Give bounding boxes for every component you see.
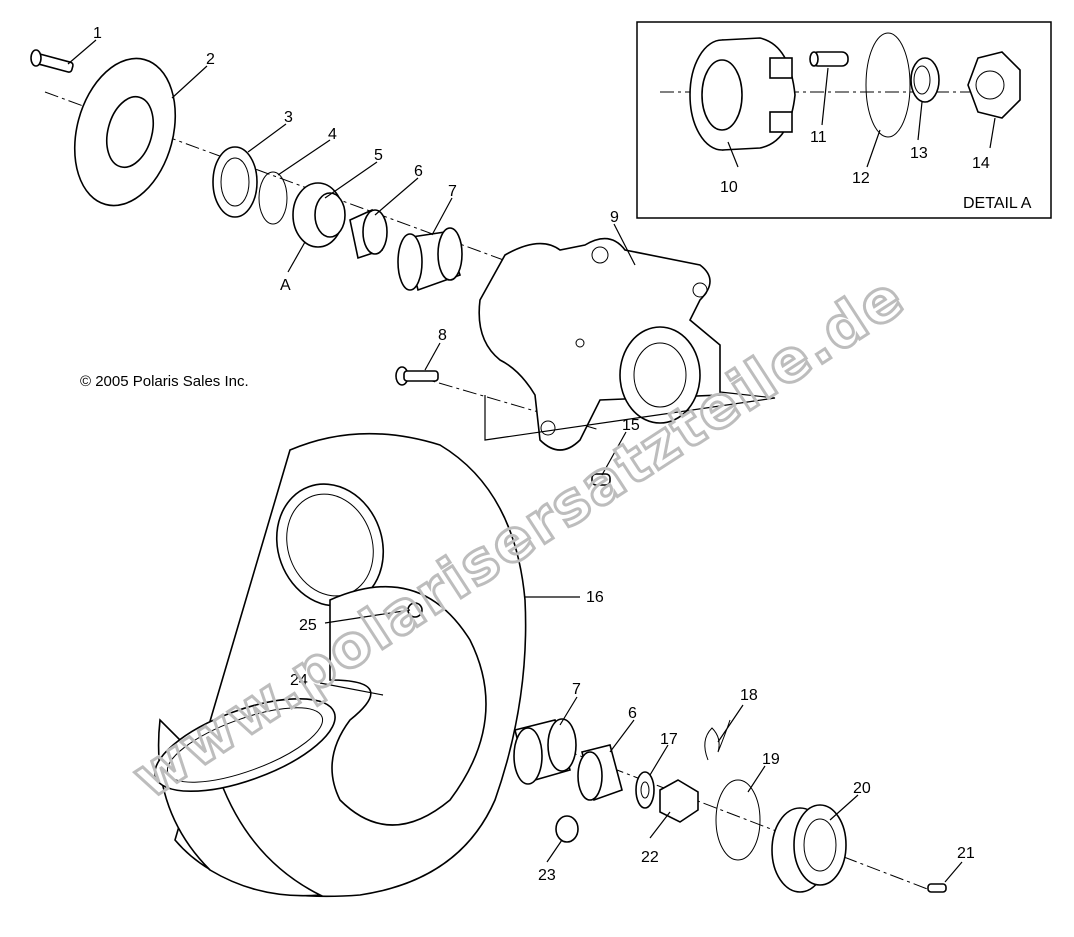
callout-22: 22 — [641, 849, 659, 866]
part-2-brake-disc — [73, 57, 177, 207]
detail-a-title: DETAIL A — [963, 195, 1032, 212]
part-20-hub-cap — [771, 804, 847, 893]
callout-18: 18 — [740, 687, 758, 704]
callout-20: 20 — [853, 780, 871, 797]
callout-leaders — [67, 39, 996, 883]
callout-a: A — [280, 277, 291, 294]
detail-a-panel — [636, 21, 1052, 219]
part-5-hub — [292, 182, 346, 248]
part-13-washer — [910, 57, 940, 103]
part-6-bearing-lower — [577, 744, 623, 802]
callout-5: 5 — [374, 147, 383, 164]
part-4-ring — [258, 171, 288, 225]
callout-19: 19 — [762, 751, 780, 768]
callout-1: 1 — [93, 25, 102, 42]
part-24-rim — [154, 483, 487, 826]
callout-11: 11 — [810, 129, 827, 146]
callout-7-lower: 7 — [572, 681, 581, 698]
copyright-notice: © 2005 Polaris Sales Inc. — [80, 373, 249, 390]
callout-12: 12 — [852, 170, 870, 187]
part-12-o-ring — [865, 32, 911, 138]
callout-23: 23 — [538, 867, 556, 884]
part-11-pin — [809, 51, 849, 67]
callout-labels: 1 2 3 4 5 6 7 A 9 8 15 16 25 24 7 6 17 1… — [93, 25, 1032, 884]
callout-8: 8 — [438, 327, 447, 344]
callout-7: 7 — [448, 183, 457, 200]
callout-13: 13 — [910, 145, 928, 162]
part-7-race-lower — [513, 718, 577, 785]
part-15-fitting — [591, 473, 611, 486]
part-14-nut — [967, 51, 1021, 119]
part-7-race-upper — [397, 227, 463, 292]
part-10-drive-hub — [689, 37, 796, 151]
part-6-bearing-upper — [349, 208, 388, 260]
callout-24: 24 — [290, 672, 308, 689]
callout-17: 17 — [660, 731, 678, 748]
callout-6: 6 — [414, 163, 423, 180]
callout-16: 16 — [586, 589, 604, 606]
part-9-knuckle — [478, 237, 721, 451]
part-17-washer — [635, 771, 655, 809]
callout-14: 14 — [972, 155, 990, 172]
callout-21: 21 — [957, 845, 975, 862]
callout-6-lower: 6 — [628, 705, 637, 722]
part-22-nut — [659, 779, 699, 823]
callout-4: 4 — [328, 126, 337, 143]
callout-2: 2 — [206, 51, 215, 68]
callout-3: 3 — [284, 109, 293, 126]
part-3-seal — [212, 146, 258, 218]
part-19-o-ring — [715, 779, 761, 861]
part-8-bolt — [395, 366, 439, 386]
leader-frame-9 — [484, 391, 776, 441]
callout-15: 15 — [622, 417, 640, 434]
part-1-bolt — [30, 49, 74, 73]
part-18-cotter-pin — [704, 719, 731, 761]
part-23-nut — [555, 815, 579, 843]
callout-9: 9 — [610, 209, 619, 226]
part-21-screw — [927, 883, 947, 893]
callout-25: 25 — [299, 617, 317, 634]
callout-10: 10 — [720, 179, 738, 196]
